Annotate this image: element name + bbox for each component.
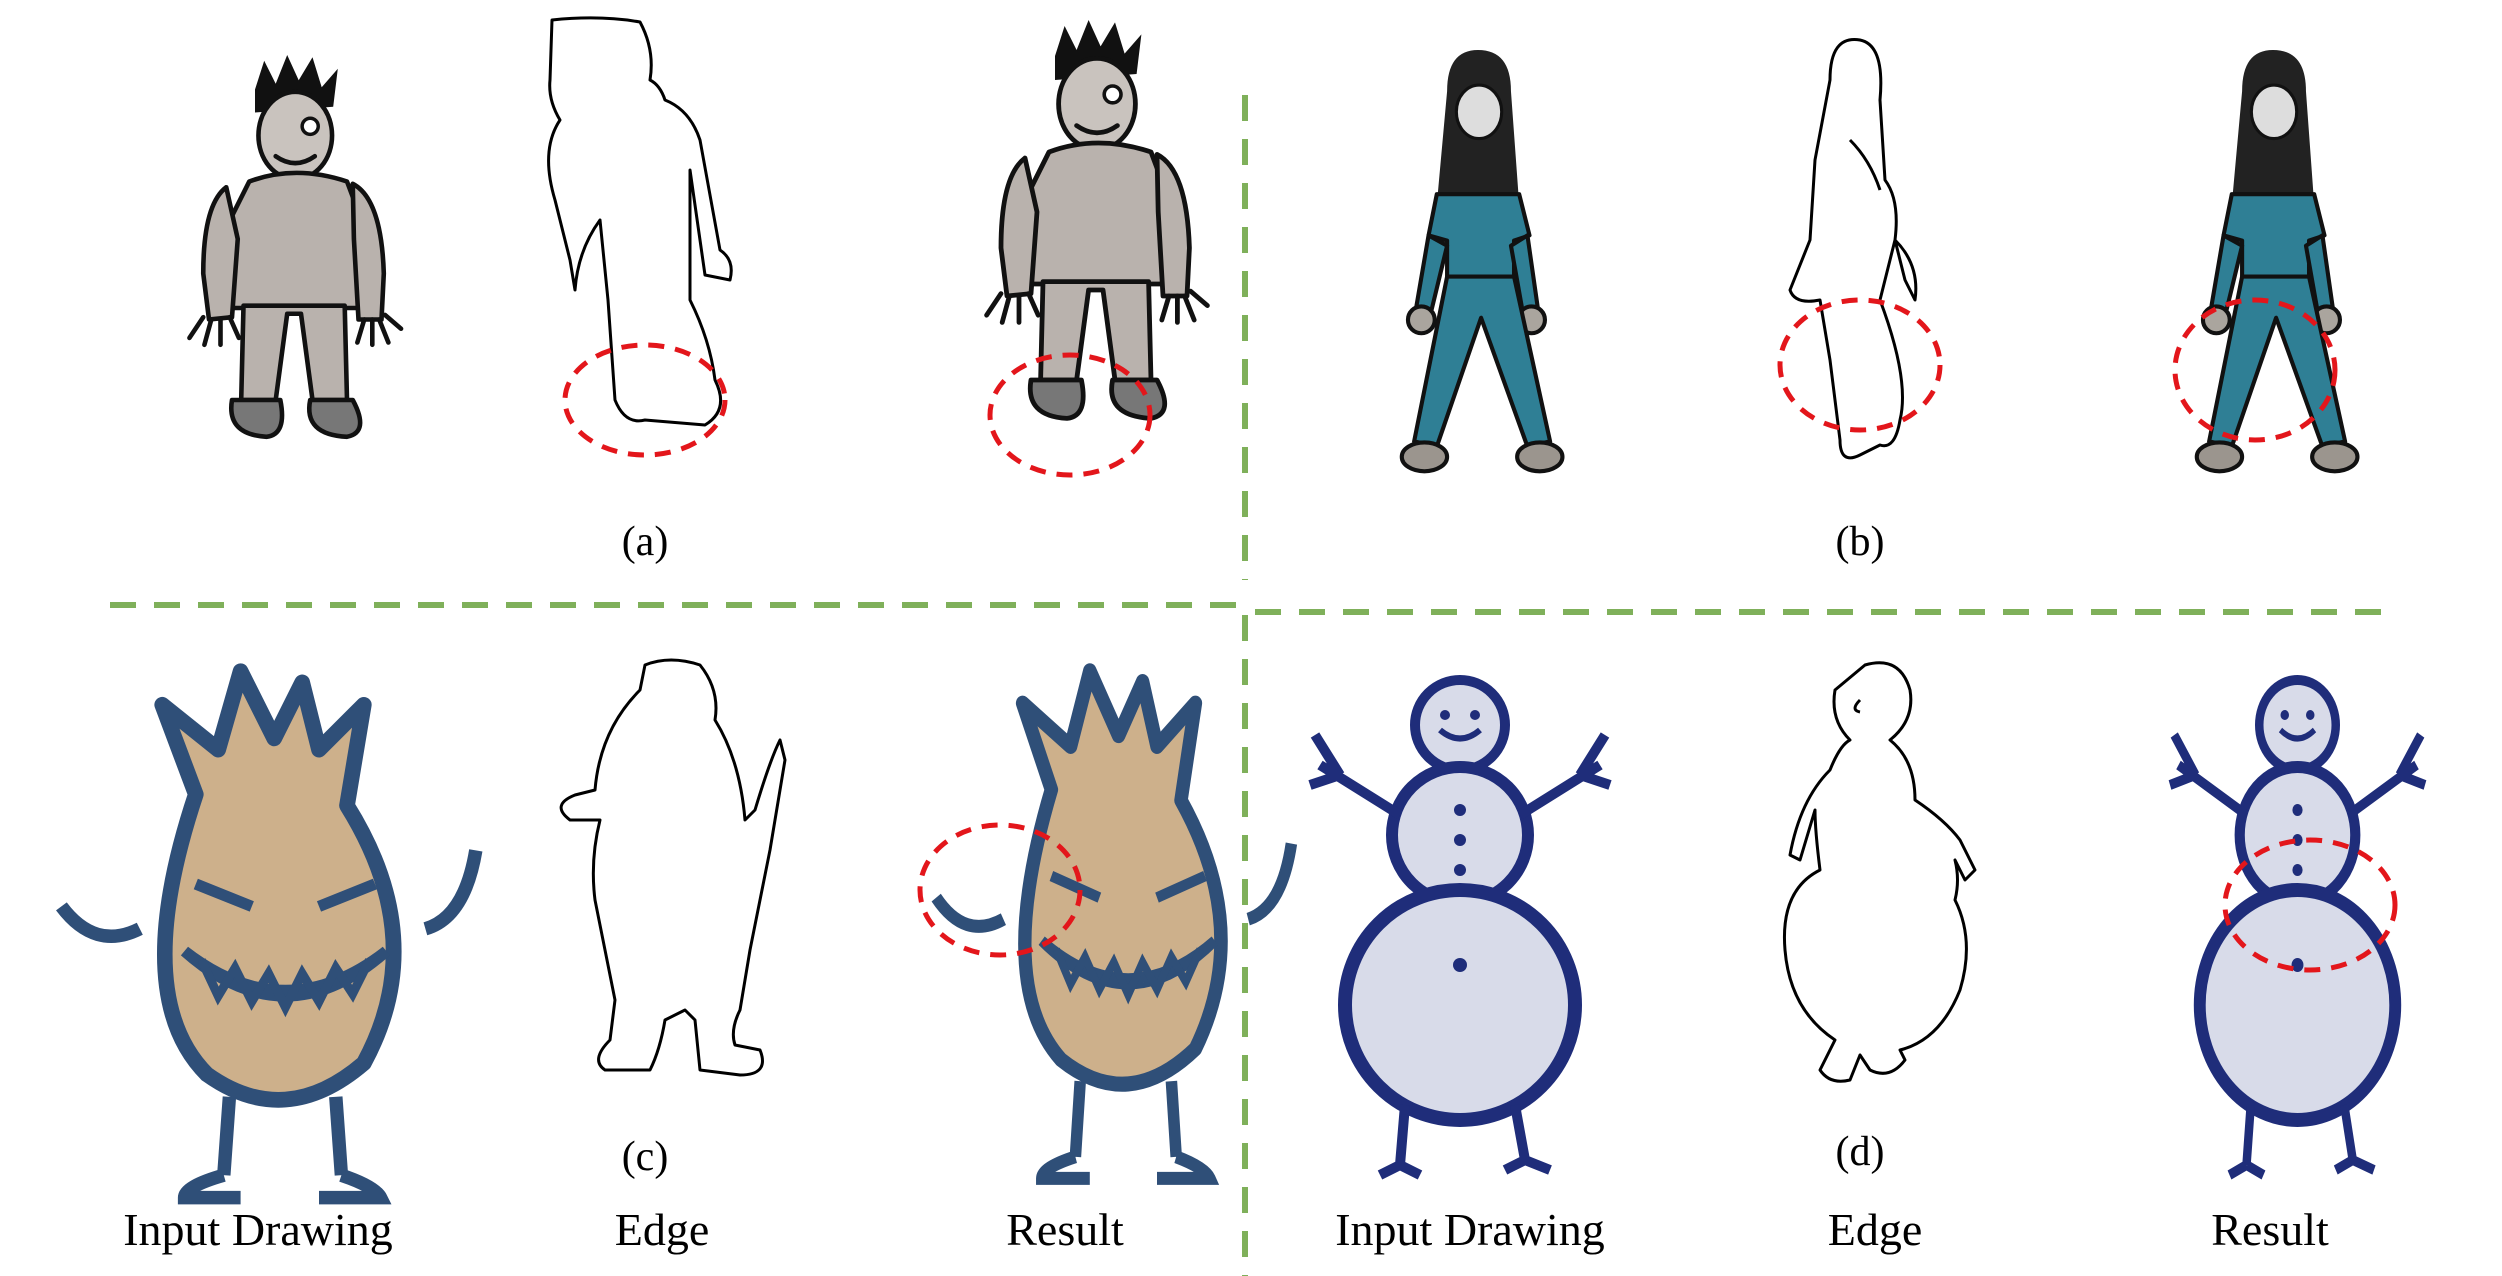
panel-b-input-drawing xyxy=(1402,50,1563,471)
panel-a-highlight-result xyxy=(987,352,1153,478)
panel-b-label: (b) xyxy=(1836,519,1885,565)
column-label-edge-left: Edge xyxy=(615,1204,710,1255)
column-label-result-left: Result xyxy=(1006,1204,1124,1255)
panel-d: (d) xyxy=(1310,661,2425,1175)
panel-b-edge-map xyxy=(1788,38,1918,460)
panel-d-result xyxy=(2170,680,2425,1175)
panel-a-edge-map xyxy=(547,16,733,427)
panel-a-input-drawing xyxy=(189,55,401,437)
panel-d-label: (d) xyxy=(1836,1129,1885,1175)
panel-c-result xyxy=(936,671,1291,1179)
panel-c: (c) xyxy=(61,658,1291,1198)
column-label-input-drawing-left: Input Drawing xyxy=(123,1204,393,1255)
panel-a-highlight-edge xyxy=(562,342,728,458)
panel-b-result xyxy=(2197,50,2358,471)
panel-b-highlight-edge xyxy=(1777,297,1943,433)
panel-b-highlight-result xyxy=(2172,297,2338,443)
panel-d-highlight-result xyxy=(2222,837,2398,973)
panel-a-label: (a) xyxy=(622,519,669,565)
panel-c-highlight-result xyxy=(917,822,1083,958)
panel-a: (a) xyxy=(189,16,1207,565)
column-label-input-drawing-right: Input Drawing xyxy=(1335,1204,1605,1255)
panel-c-label: (c) xyxy=(622,1134,669,1180)
panel-c-edge-map xyxy=(559,658,787,1077)
panel-c-input-drawing xyxy=(61,671,475,1197)
panel-d-input-drawing xyxy=(1310,680,1610,1175)
panel-d-edge-map xyxy=(1782,661,1977,1083)
column-label-result-right: Result xyxy=(2211,1204,2329,1255)
panel-b: (b) xyxy=(1402,38,2358,565)
column-label-edge-right: Edge xyxy=(1828,1204,1923,1255)
